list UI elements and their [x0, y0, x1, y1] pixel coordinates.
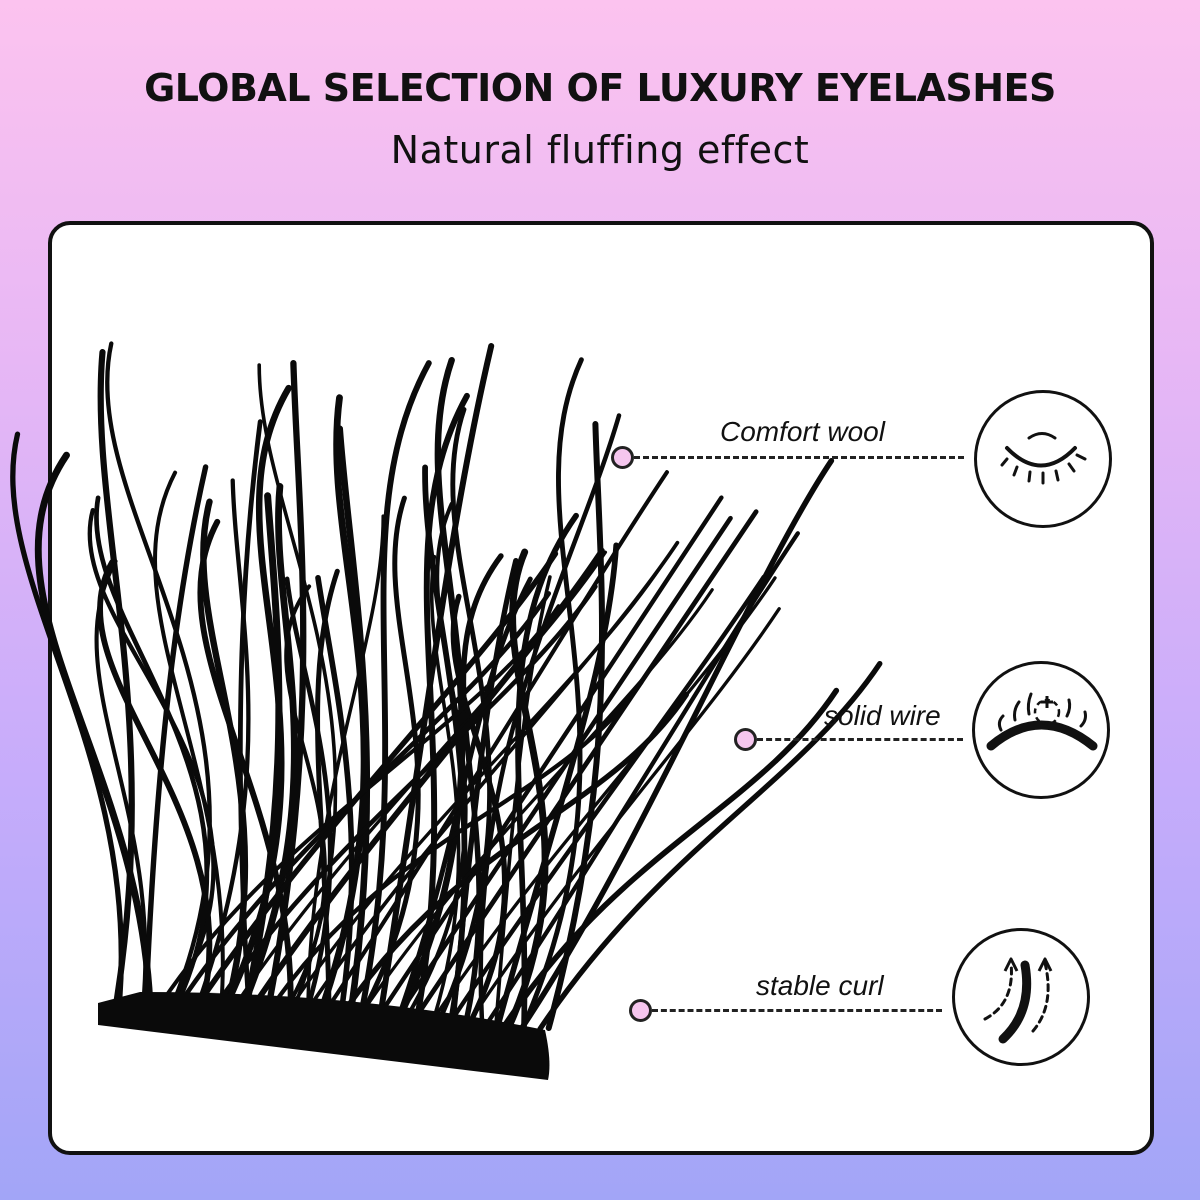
lash-strand	[97, 559, 213, 1009]
solid-wire-dot	[734, 728, 757, 751]
stable-curl-icon	[952, 928, 1090, 1066]
lash-band-icon	[986, 692, 1098, 751]
stable-curl-dot	[629, 999, 652, 1022]
lash-strand	[143, 464, 209, 1006]
lash-strand	[410, 509, 759, 1024]
lash-strand	[284, 576, 333, 1015]
comfort-wool-label: Comfort wool	[720, 416, 885, 447]
lash-strand	[505, 548, 549, 1031]
lash-strand	[315, 575, 355, 1019]
lash-strand	[392, 515, 733, 1023]
headline: GLOBAL SELECTION OF LUXURY EYELASHES	[144, 66, 1056, 110]
lash-strand	[460, 553, 504, 1026]
lash-strand	[357, 360, 432, 1020]
comfort-wool-icon	[974, 390, 1112, 528]
lash-strand	[197, 518, 294, 1014]
lash-strand	[501, 687, 840, 1030]
lash-strand	[264, 360, 307, 1014]
lash-strand	[357, 588, 714, 1020]
lash-strand	[519, 457, 835, 1031]
closed-eye-icon	[1000, 432, 1087, 485]
lash-strand	[302, 540, 680, 1016]
solid-wire-icon	[972, 661, 1110, 799]
lash-strand	[447, 574, 766, 1026]
lash-strand	[266, 679, 644, 1015]
lash-strand	[413, 392, 470, 1023]
lash-strand	[374, 495, 724, 1021]
lash-strand	[282, 584, 327, 1014]
lash-strand	[105, 341, 212, 1007]
curl-arrows-icon	[983, 957, 1053, 1044]
subheadline: Natural fluffing effect	[390, 128, 810, 172]
lash-strand	[34, 451, 154, 1006]
solid-wire-label: solid wire	[824, 700, 941, 731]
comfort-wool-dot	[611, 446, 634, 469]
lash-band	[98, 992, 550, 1080]
lash-strand	[537, 660, 883, 1032]
lash-strand	[465, 607, 781, 1027]
lash-strand	[358, 495, 421, 1019]
lash-strand	[193, 550, 559, 1011]
lash-strand	[175, 591, 552, 1009]
stable-curl-label: stable curl	[756, 970, 884, 1001]
lash-strand	[94, 495, 210, 1007]
lash-strand	[195, 478, 251, 1008]
lash-strand	[320, 470, 669, 1018]
stable-curl-leader	[652, 1009, 942, 1012]
lash-strand	[153, 470, 225, 1009]
lash-strand	[247, 547, 605, 1014]
comfort-wool-leader	[634, 456, 964, 459]
solid-wire-leader	[757, 738, 963, 741]
